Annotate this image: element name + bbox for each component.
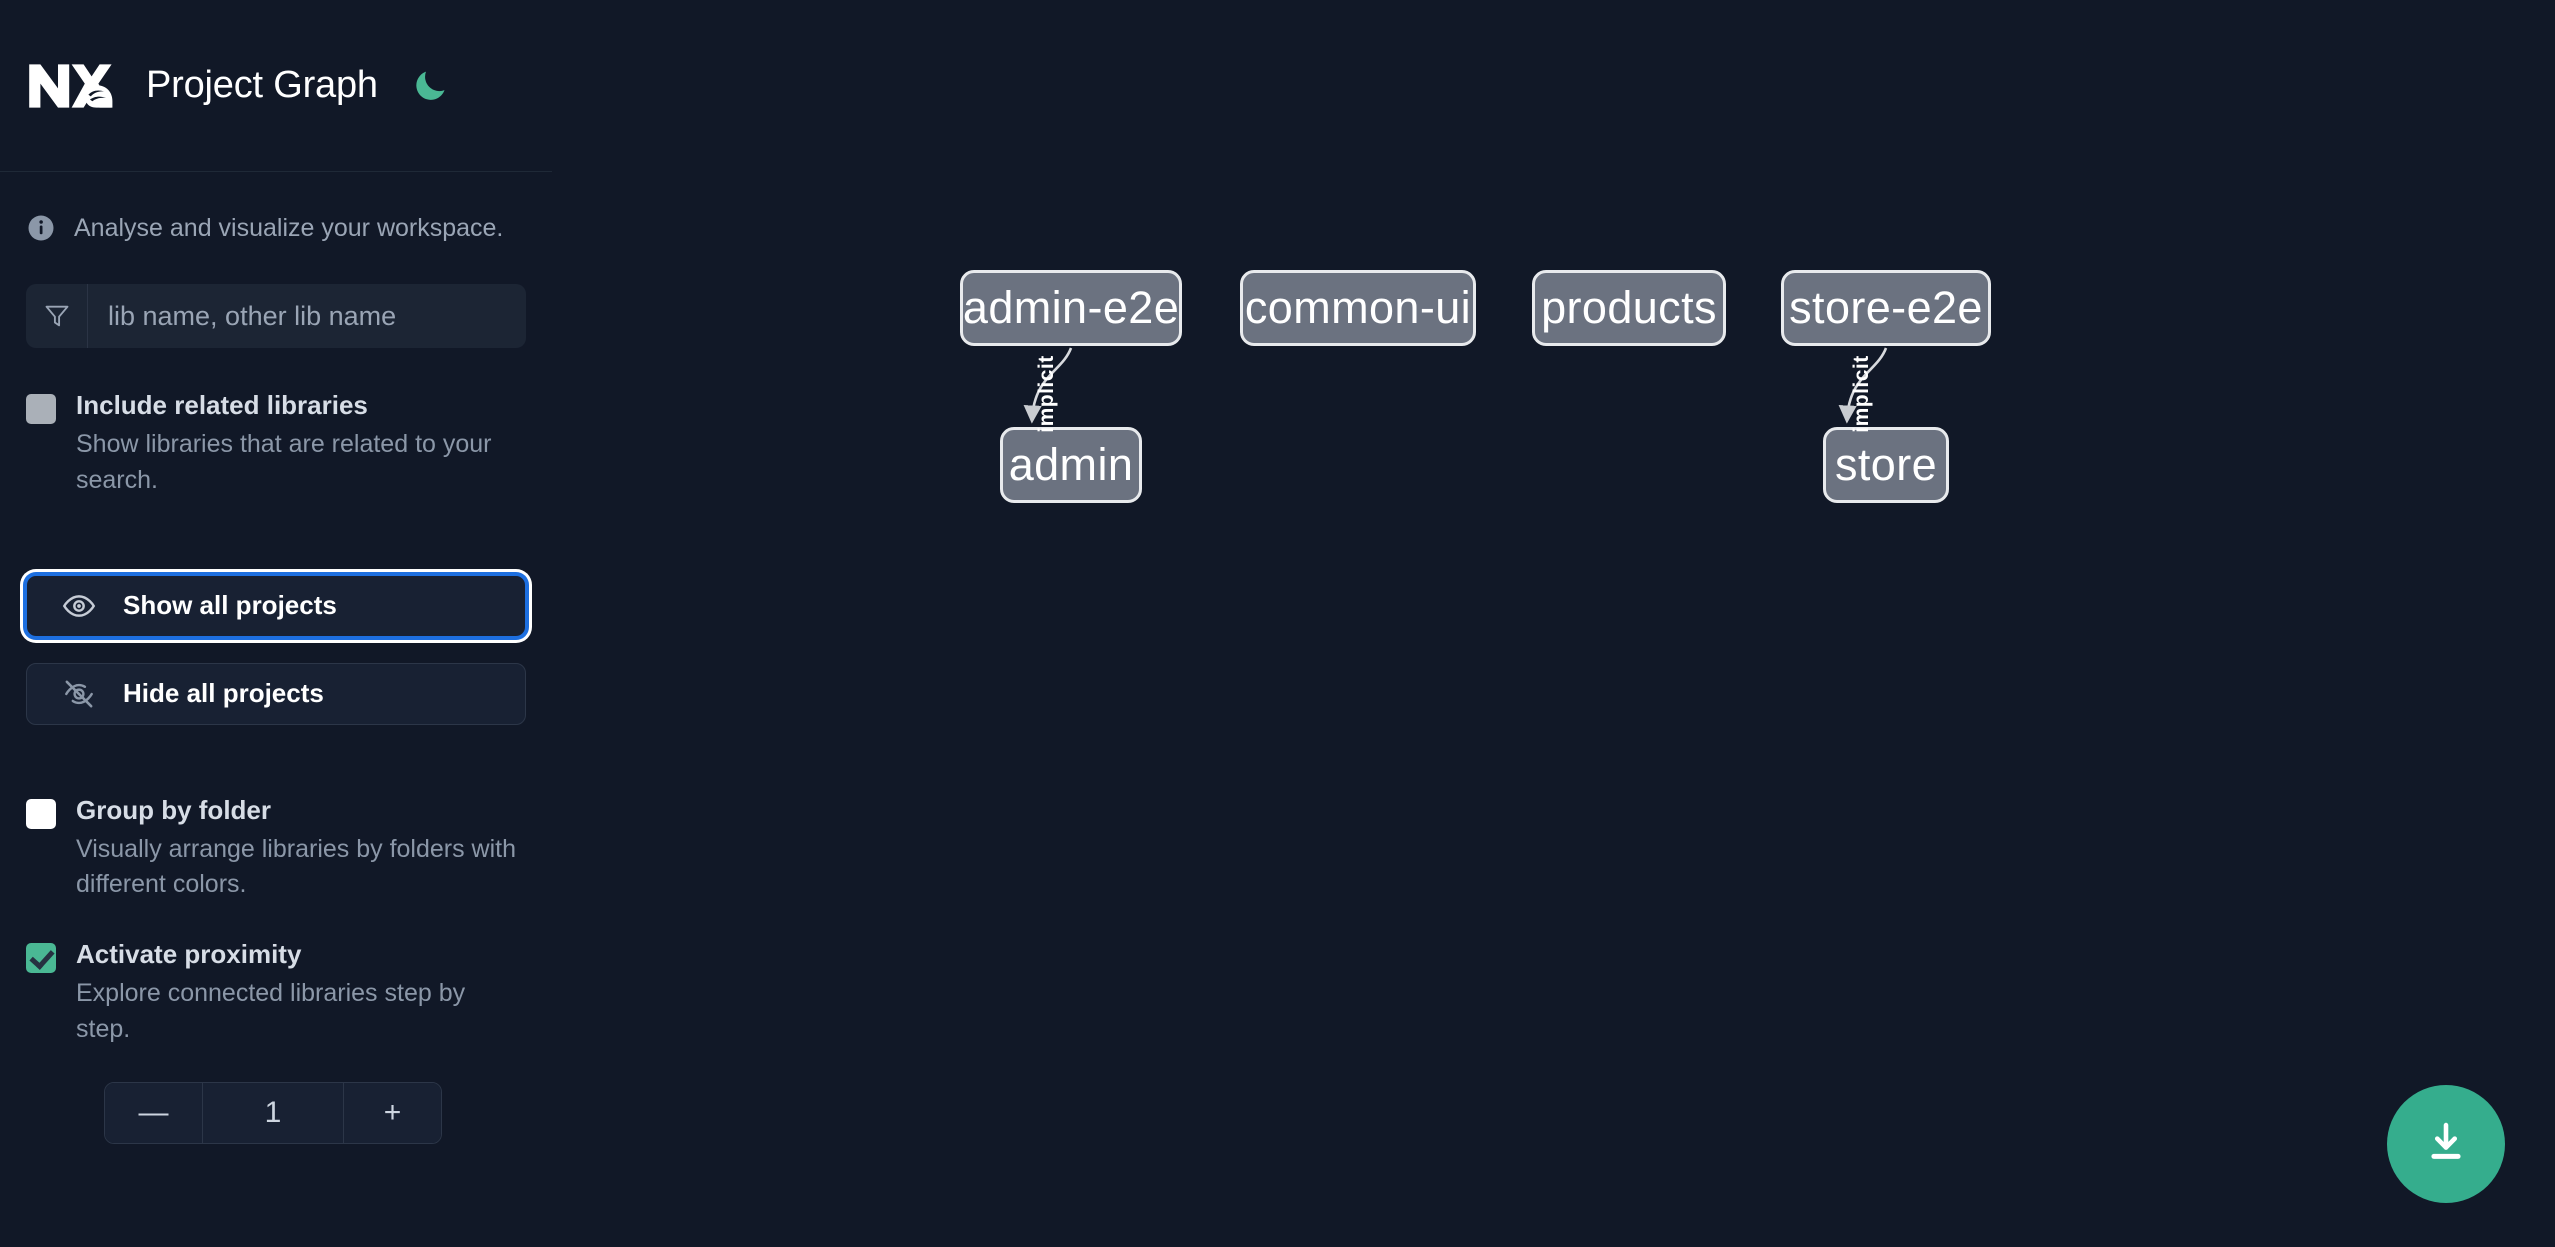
activate-proximity-checkbox[interactable] [26, 943, 56, 974]
graph-node-label: store-e2e [1789, 282, 1983, 333]
include-related-libraries-label: Include related libraries [76, 390, 368, 420]
proximity-stepper[interactable]: — 1 + [104, 1081, 442, 1144]
funnel-icon [26, 284, 88, 348]
graph-node-label: common-ui [1244, 282, 1472, 333]
edge-label-store-implicit: implicit [1849, 355, 1873, 433]
download-graph-button[interactable] [2387, 1085, 2505, 1203]
search-input[interactable] [88, 284, 526, 348]
graph-node-products[interactable]: products [1532, 270, 1726, 346]
graph-node-label: admin [1008, 439, 1134, 490]
graph-node-label: store [1834, 439, 1938, 490]
info-icon [26, 213, 56, 243]
option-include-related-libraries[interactable]: Include related libraries Show libraries… [26, 388, 526, 499]
tagline: Analyse and visualize your workspace. [0, 172, 552, 284]
show-all-projects-button[interactable]: Show all projects [26, 574, 526, 637]
graph-node-admin-e2e[interactable]: admin-e2e [960, 270, 1182, 346]
activate-proximity-label: Activate proximity [76, 939, 302, 970]
include-related-libraries-description: Show libraries that are related to your … [76, 430, 492, 494]
hide-all-projects-button[interactable]: Hide all projects [26, 662, 526, 725]
sidebar: Project Graph Analyse and visualize your… [0, 0, 552, 1247]
graph-node-admin[interactable]: admin [1000, 427, 1142, 503]
activate-proximity-description: Explore connected libraries step by step… [76, 979, 466, 1044]
eye-icon [61, 588, 97, 624]
graph-node-label: products [1541, 282, 1717, 333]
stepper-value: 1 [203, 1082, 343, 1143]
spacer [26, 533, 526, 575]
graph-node-label: admin-e2e [962, 282, 1180, 333]
edge-label-admin-implicit: implicit [1034, 355, 1058, 433]
download-icon [2421, 1118, 2471, 1171]
show-all-projects-label: Show all projects [123, 590, 337, 621]
graph-node-common-ui[interactable]: common-ui [1240, 270, 1476, 346]
sidebar-header: Project Graph [0, 0, 552, 172]
option-group-by-folder[interactable]: Group by folder Visually arrange librari… [26, 793, 526, 904]
include-related-libraries-checkbox[interactable] [26, 394, 56, 424]
option-activate-proximity[interactable]: Activate proximity Explore connected lib… [26, 937, 526, 1048]
nx-logo-icon [26, 58, 114, 114]
filter-input-wrapper[interactable] [26, 284, 526, 348]
graph-node-store-e2e[interactable]: store-e2e [1781, 270, 1991, 346]
group-by-folder-checkbox[interactable] [26, 798, 56, 829]
group-by-folder-label: Group by folder [76, 794, 271, 825]
spacer [26, 751, 526, 793]
sidebar-body: Include related libraries Show libraries… [0, 284, 552, 1144]
eye-off-icon [61, 676, 97, 712]
hide-all-projects-label: Hide all projects [123, 678, 324, 709]
stepper-increment-button[interactable]: + [343, 1082, 441, 1143]
page-title: Project Graph [146, 64, 378, 106]
tagline-text: Analyse and visualize your workspace. [74, 213, 504, 242]
moon-icon[interactable] [406, 62, 454, 110]
graph-canvas[interactable]: admin-e2e common-ui products store-e2e a… [552, 0, 2555, 1247]
group-by-folder-description: Visually arrange libraries by folders wi… [76, 834, 517, 899]
stepper-decrement-button[interactable]: — [105, 1082, 203, 1143]
graph-node-store[interactable]: store [1823, 427, 1949, 503]
